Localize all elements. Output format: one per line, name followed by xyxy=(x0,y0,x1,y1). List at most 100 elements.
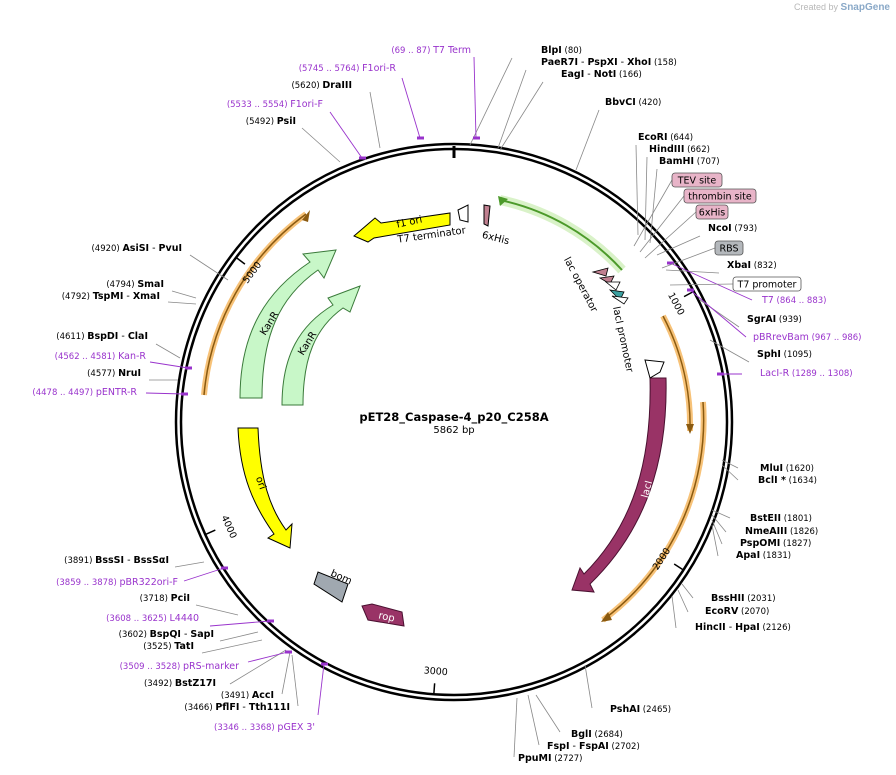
leader-line xyxy=(499,81,544,151)
bom-box xyxy=(313,571,349,603)
t7-terminator-arrow xyxy=(457,204,469,223)
primer-label: (4478 .. 4497) pENTR-R xyxy=(32,387,137,398)
leader-line xyxy=(281,651,291,695)
leader-line xyxy=(709,339,750,363)
leader-line xyxy=(721,464,739,481)
enzyme-label: PshAI (2465) xyxy=(610,704,671,715)
f1ori-label: f1 ori xyxy=(396,214,424,230)
leader-line xyxy=(711,524,719,557)
leader-line xyxy=(671,595,677,629)
tick-label: 4000 xyxy=(219,514,239,541)
enzyme-label: XbaI (832) xyxy=(727,260,777,271)
green-arrow xyxy=(498,195,626,274)
primer-mark xyxy=(185,366,192,370)
his6-arrow xyxy=(483,204,491,227)
feature-box xyxy=(683,188,757,204)
snapgene-watermark: Created by SnapGene xyxy=(793,2,890,13)
ori-label: ori xyxy=(253,475,268,491)
primer-mark xyxy=(221,566,228,570)
enzyme-label: EcoRV (2070) xyxy=(705,606,769,617)
primer-label: (69 .. 87) T7 Term xyxy=(391,45,471,56)
primer-label: pBRrevBam (967 .. 986) xyxy=(753,332,862,343)
leader-line xyxy=(473,56,477,139)
leader-line xyxy=(433,683,436,695)
primer-label: (5745 .. 5764) F1ori-R xyxy=(299,63,397,74)
feature-box-label: 6xHis xyxy=(699,208,725,219)
enzyme-label: BlpI (80) xyxy=(541,45,582,56)
leader-line xyxy=(317,663,325,716)
leader-line xyxy=(711,519,723,545)
enzyme-label: (3602) BspQI - SapI xyxy=(119,629,214,640)
laci-promoter-arrow xyxy=(644,359,665,379)
laci-arrow xyxy=(571,377,667,593)
leader-line xyxy=(669,283,734,286)
plasmid-length: 5862 bp xyxy=(433,425,474,436)
enzyme-label: EcoRI (644) xyxy=(638,132,693,143)
primer-mark xyxy=(667,261,674,265)
leader-line xyxy=(235,256,246,265)
leader-line xyxy=(189,254,229,281)
kanr-arrow-2 xyxy=(281,285,361,406)
leader-line xyxy=(401,77,421,139)
primer-label: (3608 .. 3625) L4440 xyxy=(106,613,199,624)
primer-label: (3346 .. 3368) pGEX 3' xyxy=(214,722,315,733)
enzyme-label: (3525) TatI xyxy=(143,641,194,652)
leader-line xyxy=(209,620,271,627)
enzyme-label: (3891) BssSI - BssSαI xyxy=(64,555,169,566)
feature-box xyxy=(732,276,802,292)
leader-line xyxy=(711,509,731,519)
orange-features xyxy=(201,210,707,623)
lac-operator-label: lac operator xyxy=(561,255,600,314)
feature-box-label: thrombin site xyxy=(688,192,752,203)
enzyme-label: BssHII (2031) xyxy=(711,593,776,604)
primer-mark xyxy=(717,372,724,376)
leader-line xyxy=(145,392,185,395)
enzyme-label: BstEII (1801) xyxy=(750,513,812,524)
leader-line xyxy=(247,651,289,663)
primer-label: (3859 .. 3878) pBR322ori-F xyxy=(56,577,178,588)
leader-line xyxy=(204,529,216,536)
leader-line xyxy=(535,694,561,733)
enzyme-label: NcoI (793) xyxy=(708,223,757,234)
leader-line xyxy=(661,247,716,269)
plasmid-title: pET28_Caspase-4_p20_C258A 5862 bp xyxy=(359,410,548,436)
enzyme-label: HindIII (662) xyxy=(649,144,710,155)
feature-box xyxy=(714,240,744,256)
leader-line xyxy=(649,168,658,244)
feature-box-label: RBS xyxy=(720,244,739,255)
ori-arrow xyxy=(237,427,293,549)
enzyme-label: BbvCI (420) xyxy=(605,97,661,108)
leader-line xyxy=(711,514,727,533)
enzyme-label: (4611) BspDI - ClaI xyxy=(56,331,148,342)
leader-line xyxy=(219,631,259,642)
leader-line xyxy=(167,301,197,305)
primer-label: LacI-R (1289 .. 1308) xyxy=(760,368,853,379)
enzyme-label: BamHI (707) xyxy=(659,156,720,167)
leader-line xyxy=(635,144,639,236)
leader-line xyxy=(673,563,684,571)
primer-mark xyxy=(417,136,424,140)
rop-arrow xyxy=(361,603,405,627)
leader-line xyxy=(291,654,299,707)
tick-label: 3000 xyxy=(423,665,448,678)
leader-line xyxy=(689,289,747,338)
enzyme-label: (4920) AsiSI - PvuI xyxy=(91,243,182,254)
feature-box xyxy=(695,204,729,220)
enzyme-label: NmeAIII (1826) xyxy=(745,526,818,537)
leader-line xyxy=(174,561,205,568)
primer-label: (4562 .. 4581) Kan-R xyxy=(55,351,147,362)
enzyme-label: PspOMI (1827) xyxy=(740,538,811,549)
leader-line xyxy=(183,567,225,582)
primer-label: (5533 .. 5554) F1ori-F xyxy=(227,99,323,110)
leader-line xyxy=(633,179,673,247)
leader-line xyxy=(584,664,593,709)
tick-label: 1000 xyxy=(665,291,686,318)
leader-line xyxy=(677,589,689,613)
leader-line xyxy=(639,195,685,253)
primer-mark xyxy=(321,662,328,666)
primer-mark xyxy=(285,650,292,654)
leader-line xyxy=(469,57,513,146)
leader-line xyxy=(527,694,540,746)
leader-line xyxy=(669,262,753,301)
primer-label: (3509 .. 3528) pRS-marker xyxy=(120,661,239,672)
